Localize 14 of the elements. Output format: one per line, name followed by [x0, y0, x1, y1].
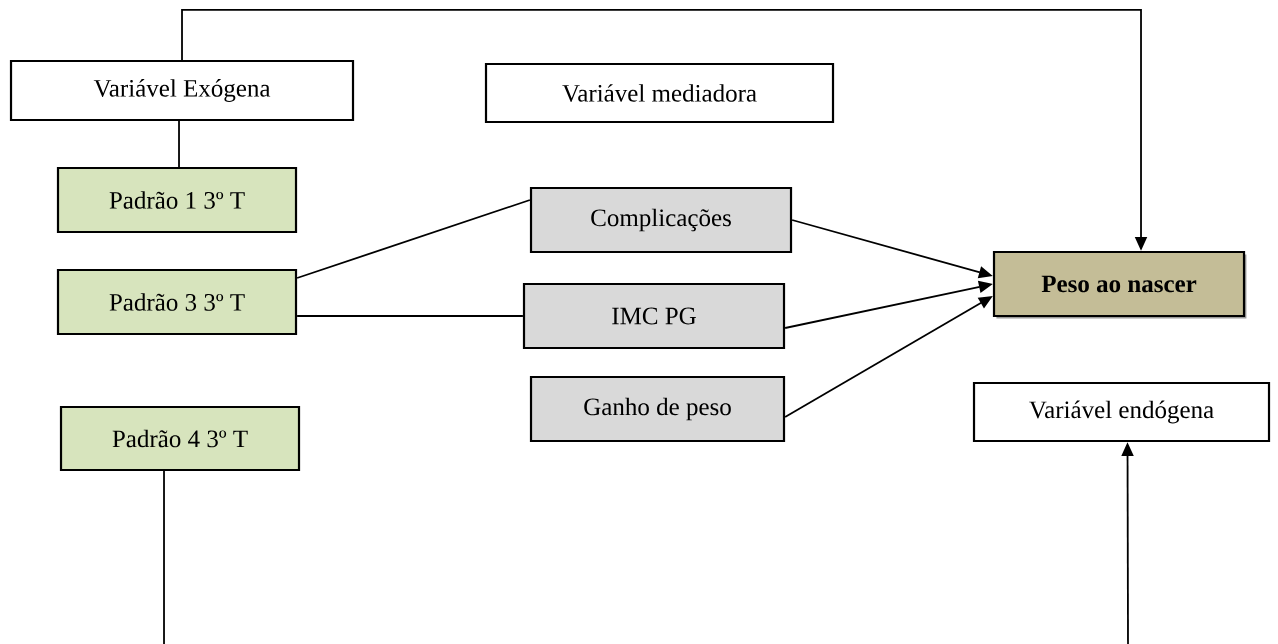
label-box: Variável Exógena — [9, 59, 355, 122]
connector-line — [163, 470, 165, 644]
connector-line — [296, 199, 531, 279]
variable-box: Padrão 3 3º T — [56, 268, 298, 336]
variable-box: Padrão 1 3º T — [56, 166, 298, 234]
connector-line — [296, 315, 524, 317]
variable-box: Padrão 4 3º T — [59, 405, 301, 472]
variable-box: Complicações — [529, 186, 793, 254]
variable-box: IMC PG — [522, 282, 786, 350]
label-box: Variável mediadora — [484, 62, 835, 124]
label-box: Variável endógena — [972, 381, 1271, 443]
connector-line — [178, 120, 180, 168]
outcome-box: Peso ao nascer — [992, 250, 1247, 319]
variable-box: Ganho de peso — [529, 375, 786, 443]
